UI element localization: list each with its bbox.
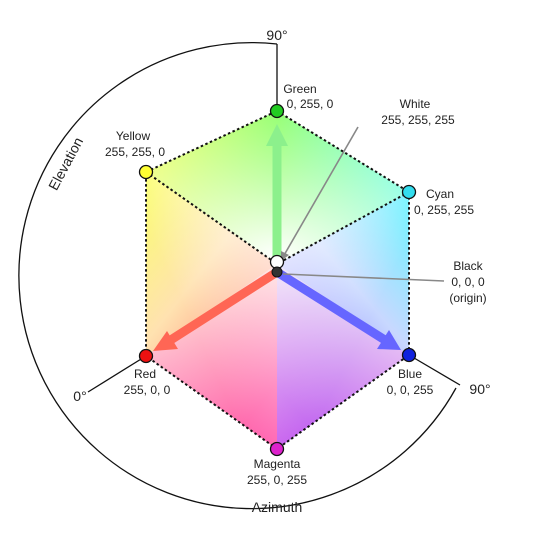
- label-black-name: Black: [453, 259, 483, 273]
- label-black-note: (origin): [449, 291, 486, 305]
- elevation-label: Elevation: [45, 134, 86, 192]
- elevation-arc: [18, 41, 457, 510]
- label-cyan-name: Cyan: [426, 187, 454, 201]
- azimuth-right-line: [408, 354, 461, 386]
- red-axis-arrow-shaft: [163, 268, 280, 347]
- label-white: White 255, 255, 255: [381, 97, 455, 127]
- label-black: Black 0, 0, 0 (origin): [449, 259, 486, 305]
- red-axis-arrowhead: [153, 331, 178, 351]
- angle-label-azimuth-right: 90°: [469, 381, 490, 397]
- axis-arrows: [153, 124, 401, 351]
- label-magenta-name: Magenta: [254, 457, 301, 471]
- label-red-rgb: 255, 0, 0: [124, 383, 171, 397]
- vertex-blue-dot: [401, 347, 417, 363]
- blue-axis-arrow-shaft: [274, 268, 391, 346]
- angle-label-azimuth-zero: 0°: [73, 388, 86, 404]
- vertex-cyan-dot: [401, 184, 417, 200]
- label-blue-name: Blue: [398, 367, 422, 381]
- label-cyan: Cyan 0, 255, 255: [414, 187, 474, 217]
- green-axis-arrowhead: [266, 124, 288, 146]
- azimuth-label: Azimuth: [252, 499, 303, 515]
- white-pointer-line: [282, 126, 359, 258]
- label-red-name: Red: [134, 367, 156, 381]
- cube-edge-cyan-white: [276, 191, 410, 265]
- label-blue: Blue 0, 0, 255: [387, 367, 434, 397]
- label-yellow-rgb: 255, 255, 0: [105, 145, 165, 159]
- label-yellow-name: Yellow: [116, 129, 151, 143]
- label-cyan-rgb: 0, 255, 255: [414, 203, 474, 217]
- label-magenta-rgb: 255, 0, 255: [247, 473, 307, 487]
- vertex-magenta-dot: [269, 441, 285, 457]
- label-green: Green 0, 255, 0: [283, 82, 333, 111]
- label-green-rgb: 0, 255, 0: [287, 97, 334, 111]
- cube-edge-yellow-white: [145, 171, 278, 265]
- label-red: Red 255, 0, 0: [124, 367, 171, 397]
- black-pointer-line: [282, 273, 445, 282]
- label-blue-rgb: 0, 0, 255: [387, 383, 434, 397]
- angle-label-elevation-top: 90°: [266, 27, 287, 43]
- label-green-name: Green: [283, 82, 316, 96]
- vertex-red-dot: [138, 348, 154, 364]
- label-magenta: Magenta 255, 0, 255: [247, 457, 307, 487]
- label-white-rgb: 255, 255, 255: [381, 113, 455, 127]
- vertex-yellow-dot: [138, 164, 154, 180]
- label-black-rgb: 0, 0, 0: [451, 275, 485, 289]
- vertex-black-dot: [271, 266, 283, 278]
- azimuth-zero-line: [87, 355, 147, 393]
- blue-axis-arrowhead: [377, 330, 401, 350]
- label-white-name: White: [400, 97, 431, 111]
- label-yellow: Yellow 255, 255, 0: [105, 129, 165, 159]
- vertex-green-dot: [269, 103, 285, 119]
